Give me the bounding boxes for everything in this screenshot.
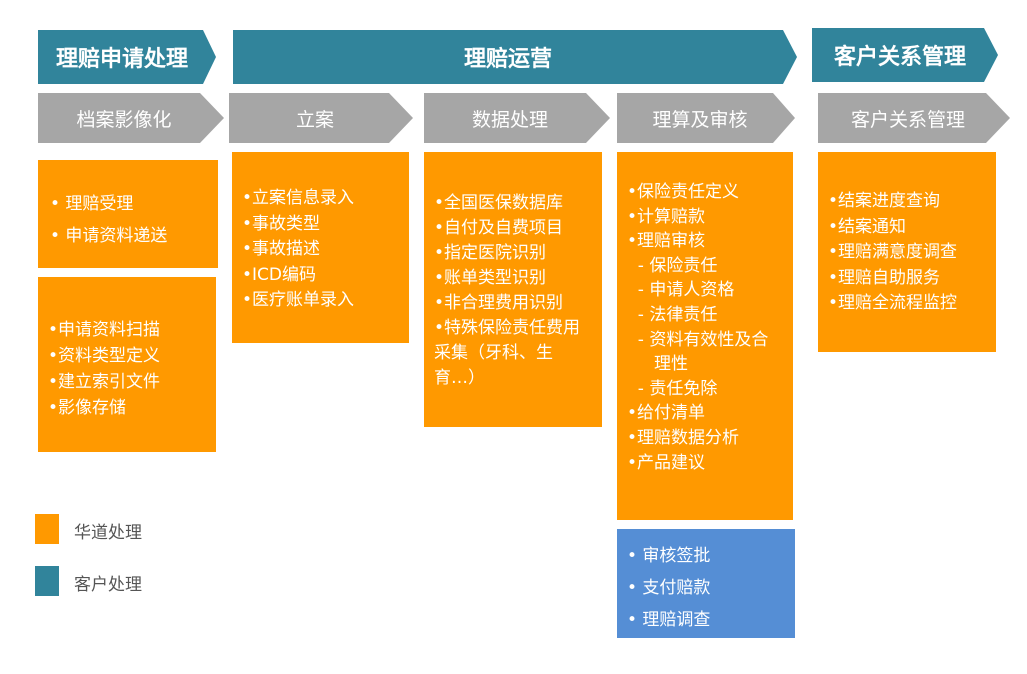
stage-customer-relations-label: 客户关系管理 <box>850 108 965 131</box>
list-item: •产品建议 <box>627 452 706 473</box>
list-item: •特殊保险责任费用 <box>434 318 581 338</box>
list-item: 育…） <box>434 368 485 388</box>
list-item: • 审核签批 <box>627 546 711 566</box>
list-item: •建立索引文件 <box>48 372 161 392</box>
stage-customer-relations-shape <box>818 93 1010 143</box>
list-item: •理赔全流程监控 <box>828 293 958 313</box>
list-item: •申请资料扫描 <box>48 320 161 340</box>
stage-registration-label: 立案 <box>295 108 334 131</box>
list-item: • 申请资料递送 <box>50 226 168 246</box>
stage-adjustment-review-label: 理算及审核 <box>652 108 748 131</box>
list-item: • 理赔受理 <box>50 194 134 214</box>
list-item: •理赔审核 <box>627 231 706 252</box>
list-item: - 保险责任 <box>627 255 718 276</box>
phase-claim-operations-shape <box>233 30 797 84</box>
list-item: •给付清单 <box>627 403 706 424</box>
list-item: 采集（牙科、生 <box>434 343 553 363</box>
list-item: •立案信息录入 <box>242 188 355 208</box>
list-item: •计算赔款 <box>627 206 706 227</box>
phase-claim-application-shape <box>38 30 216 84</box>
list-item: •结案通知 <box>828 216 907 237</box>
list-item: - 责任免除 <box>627 378 718 399</box>
legend-huadao-label: 华道处理 <box>74 523 142 543</box>
list-item: •结案进度查询 <box>828 191 941 211</box>
stage-data-processing-shape <box>424 93 610 143</box>
stage-customer-relations: 客户关系管理 <box>818 93 1010 143</box>
list-item: •理赔满意度调查 <box>828 242 958 262</box>
list-item: •自付及自费项目 <box>434 218 564 238</box>
list-item: • 支付赔款 <box>627 578 711 598</box>
list-item: •医疗账单录入 <box>242 290 355 310</box>
stage-archive-imaging-label: 档案影像化 <box>76 108 172 131</box>
data-processing-box: •全国医保数据库 •自付及自费项目 •指定医院识别 •账单类型识别 •非合理费用… <box>424 152 602 427</box>
list-item: •账单类型识别 <box>434 268 547 288</box>
list-item: •保险责任定义 <box>627 182 740 202</box>
list-item: •理赔自助服务 <box>828 267 941 288</box>
list-item: 理性 <box>627 354 689 375</box>
list-item: •指定医院识别 <box>434 243 547 263</box>
scanning-box: •申请资料扫描 •资料类型定义 •建立索引文件 •影像存储 <box>38 277 216 452</box>
approval-box: • 审核签批 • 支付赔款 • 理赔调查 <box>617 529 795 638</box>
stage-registration: 立案 <box>229 93 413 143</box>
list-item: •事故类型 <box>242 213 321 234</box>
crm-box: •结案进度查询 •结案通知 •理赔满意度调查 •理赔自助服务 •理赔全流程监控 <box>818 152 996 352</box>
phase-claim-operations-label: 理赔运营 <box>463 47 552 72</box>
list-item: - 法律责任 <box>627 304 718 325</box>
stage-archive-imaging-shape <box>38 93 224 143</box>
stage-data-processing-label: 数据处理 <box>471 108 548 131</box>
phase-customer-relations-label: 客户关系管理 <box>833 45 966 70</box>
list-item: •非合理费用识别 <box>434 293 564 313</box>
list-item: •ICD编码 <box>242 264 317 285</box>
registration-box: •立案信息录入 •事故类型 •事故描述 •ICD编码 •医疗账单录入 <box>232 152 409 343</box>
list-item: •影像存储 <box>48 398 127 418</box>
list-item: •事故描述 <box>242 239 321 259</box>
stage-archive-imaging: 档案影像化 <box>38 93 224 143</box>
legend-huadao-swatch <box>35 514 59 544</box>
phase-claim-operations: 理赔运营 <box>233 30 797 84</box>
list-item: - 申请人资格 <box>627 280 735 301</box>
legend-customer-label: 客户处理 <box>74 575 142 595</box>
list-item: •全国医保数据库 <box>434 193 564 213</box>
list-item: •理赔数据分析 <box>627 427 740 448</box>
stage-registration-shape <box>229 93 413 143</box>
phase-customer-relations: 客户关系管理 <box>812 28 998 82</box>
phase-claim-application: 理赔申请处理 <box>38 30 216 84</box>
stage-adjustment-review-shape <box>617 93 795 143</box>
adjustment-box: •保险责任定义 •计算赔款 •理赔审核 - 保险责任 - 申请人资格 - 法律责… <box>617 152 793 520</box>
stage-data-processing: 数据处理 <box>424 93 610 143</box>
list-item: - 资料有效性及合 <box>627 329 769 350</box>
list-item: •资料类型定义 <box>48 346 161 366</box>
list-item: • 理赔调查 <box>627 610 711 630</box>
claim-intake-box: • 理赔受理 • 申请资料递送 <box>38 160 218 268</box>
phase-claim-application-label: 理赔申请处理 <box>55 47 188 72</box>
stage-adjustment-review: 理算及审核 <box>617 93 795 143</box>
phase-customer-relations-shape <box>812 28 998 82</box>
legend-customer-swatch <box>35 566 59 596</box>
